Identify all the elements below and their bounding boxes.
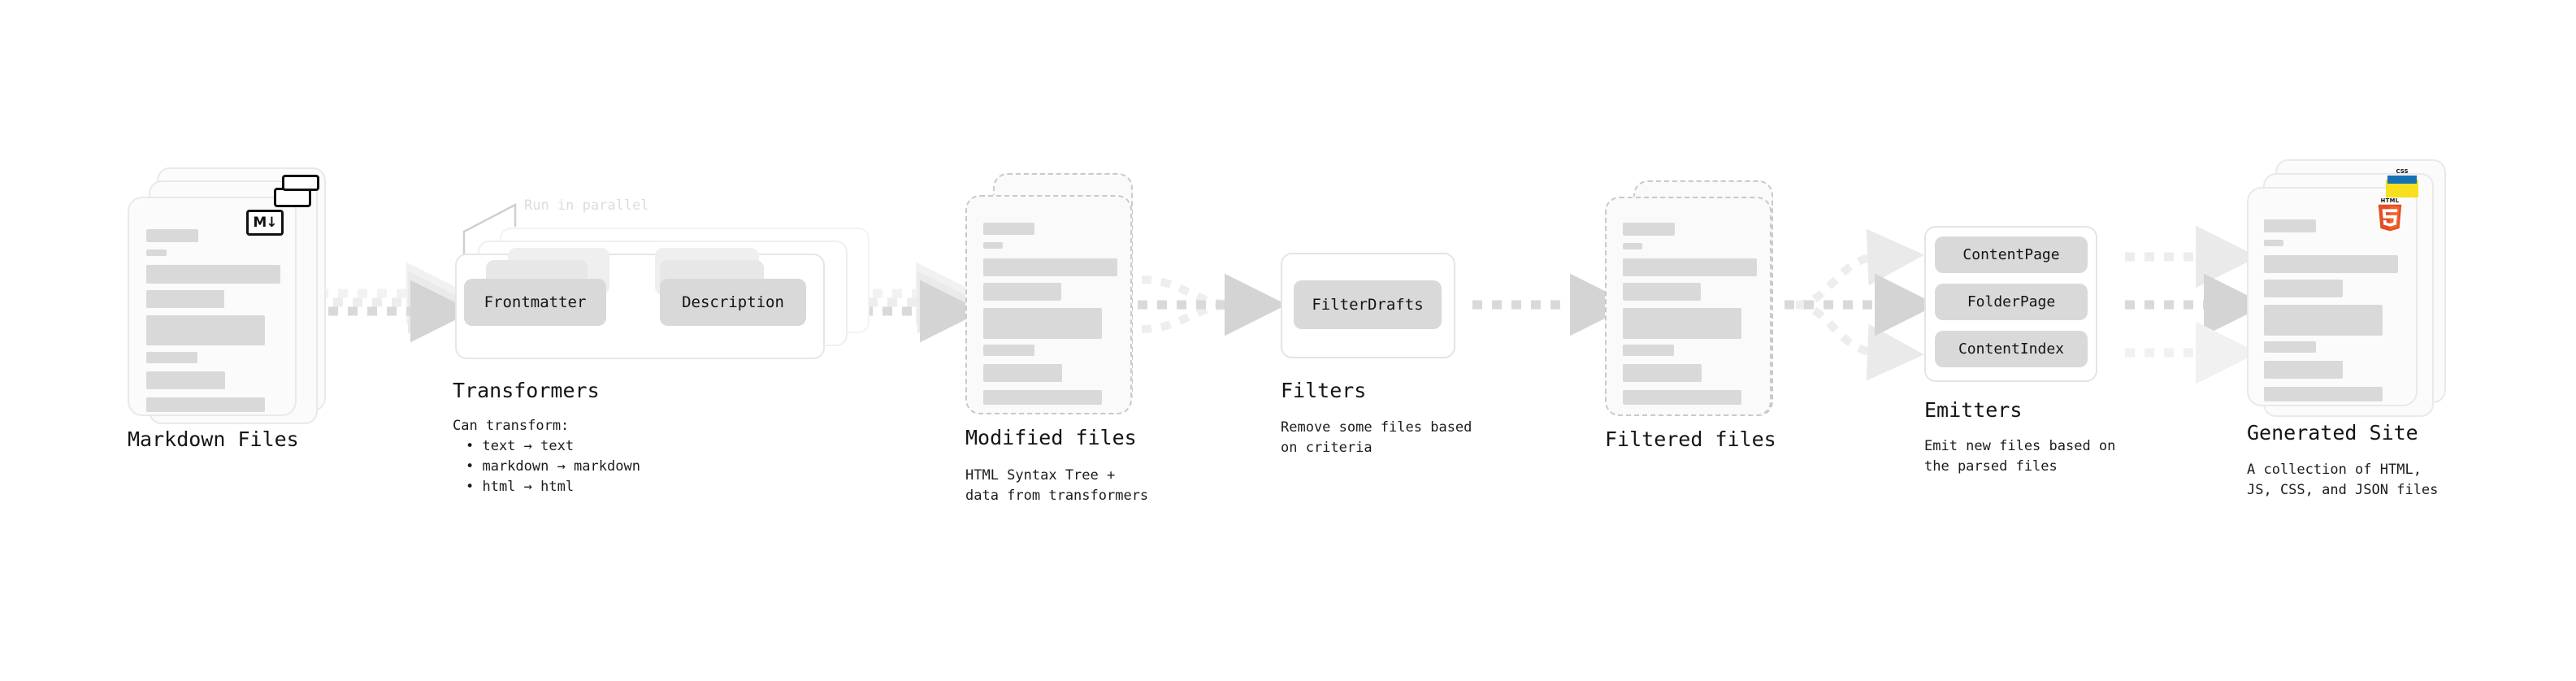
modified-subtitle-line1: HTML Syntax Tree + <box>965 467 1116 484</box>
content-bar <box>146 315 265 345</box>
content-bar <box>983 345 1034 356</box>
content-bar <box>1623 223 1675 236</box>
content-bar <box>2264 305 2383 336</box>
emitters-subtitle-line2: the parsed files <box>1924 458 2058 475</box>
generated-subtitle-line2: JS, CSS, and JSON files <box>2247 482 2439 498</box>
generated-file-card-front: HTML <box>2247 187 2418 406</box>
content-bar <box>146 397 265 412</box>
content-bar <box>2264 240 2283 246</box>
content-bar <box>146 290 224 308</box>
stage-title-modified-files: Modified files <box>965 426 1137 449</box>
content-bar <box>146 229 198 242</box>
content-bar <box>983 258 1117 276</box>
content-bar <box>2264 361 2343 379</box>
content-bar <box>1623 243 1642 249</box>
content-bar <box>2264 255 2398 273</box>
content-bar <box>1623 283 1701 301</box>
filtered-file-content <box>1607 198 1770 414</box>
arrow-emitters-to-generated <box>2125 225 2266 384</box>
modified-file-content <box>967 197 1130 413</box>
content-bar <box>146 371 225 389</box>
css3-icon-wordmark: CSS <box>2396 168 2409 175</box>
stage-title-emitters: Emitters <box>1924 398 2023 422</box>
content-bar <box>1623 390 1741 405</box>
content-bar <box>1623 364 1702 382</box>
content-bar <box>1623 308 1741 339</box>
run-in-parallel-label: Run in parallel <box>524 197 649 214</box>
css3-icon: CSS <box>2387 168 2417 184</box>
content-bar <box>983 390 1102 405</box>
transformer-chip-frontmatter[interactable]: Frontmatter <box>464 279 606 326</box>
generated-subtitle-line1: A collection of HTML, <box>2247 462 2422 478</box>
markdown-file-content <box>129 198 295 414</box>
content-bar <box>2264 219 2316 232</box>
transformers-subtitle-head: Can transform: <box>453 418 570 434</box>
filtered-file-card-front <box>1605 197 1772 416</box>
content-bar <box>146 249 167 256</box>
content-bar <box>983 223 1034 235</box>
generated-file-content <box>2249 189 2416 405</box>
arrow-filtered-to-emitters <box>1785 228 1937 381</box>
emitters-subtitle-line1: Emit new files based on <box>1924 438 2116 454</box>
content-bar <box>146 265 280 284</box>
emitters-chip-contentpage[interactable]: ContentPage <box>1935 236 2088 273</box>
markdown-icon-back1 <box>274 188 311 207</box>
filters-chip-filterdrafts[interactable]: FilterDrafts <box>1294 280 1442 329</box>
content-bar <box>2264 341 2316 353</box>
modified-file-card-front <box>965 195 1132 414</box>
stage-title-filters: Filters <box>1281 379 1367 402</box>
markdown-icon-back2 <box>282 175 319 191</box>
content-bar <box>1623 345 1674 356</box>
transformers-bullet-1: • markdown → markdown <box>466 458 640 475</box>
filters-subtitle-line2: on criteria <box>1281 440 1373 456</box>
content-bar <box>1623 258 1757 276</box>
arrow-modified-to-filters <box>1138 273 1287 336</box>
html5-icon: HTML <box>2378 197 2402 232</box>
emitters-chip-folderpage[interactable]: FolderPage <box>1935 284 2088 320</box>
markdown-file-card-front: M↓ <box>128 197 297 416</box>
transformer-chip-description[interactable]: Description <box>660 279 806 326</box>
markdown-icon: M↓ <box>246 210 284 236</box>
content-bar <box>983 242 1003 249</box>
stage-title-filtered-files: Filtered files <box>1605 427 1776 451</box>
transformers-bullet-2: • html → html <box>466 479 575 495</box>
content-bar <box>2264 280 2343 297</box>
html5-icon-wordmark: HTML <box>2381 197 2400 204</box>
emitters-chip-contentindex[interactable]: ContentIndex <box>1935 331 2088 367</box>
stage-title-generated-site: Generated Site <box>2247 421 2418 445</box>
content-bar <box>983 308 1102 339</box>
transformers-bullet-0: • text → text <box>466 438 575 454</box>
modified-subtitle-line2: data from transformers <box>965 488 1149 504</box>
stage-title-markdown-files: Markdown Files <box>128 427 299 451</box>
content-bar <box>983 283 1061 301</box>
stage-title-transformers: Transformers <box>453 379 600 402</box>
content-bar <box>983 364 1062 382</box>
content-bar <box>2264 387 2383 401</box>
content-bar <box>146 352 197 363</box>
js-icon <box>2386 180 2418 197</box>
filters-subtitle-line1: Remove some files based <box>1281 419 1472 436</box>
